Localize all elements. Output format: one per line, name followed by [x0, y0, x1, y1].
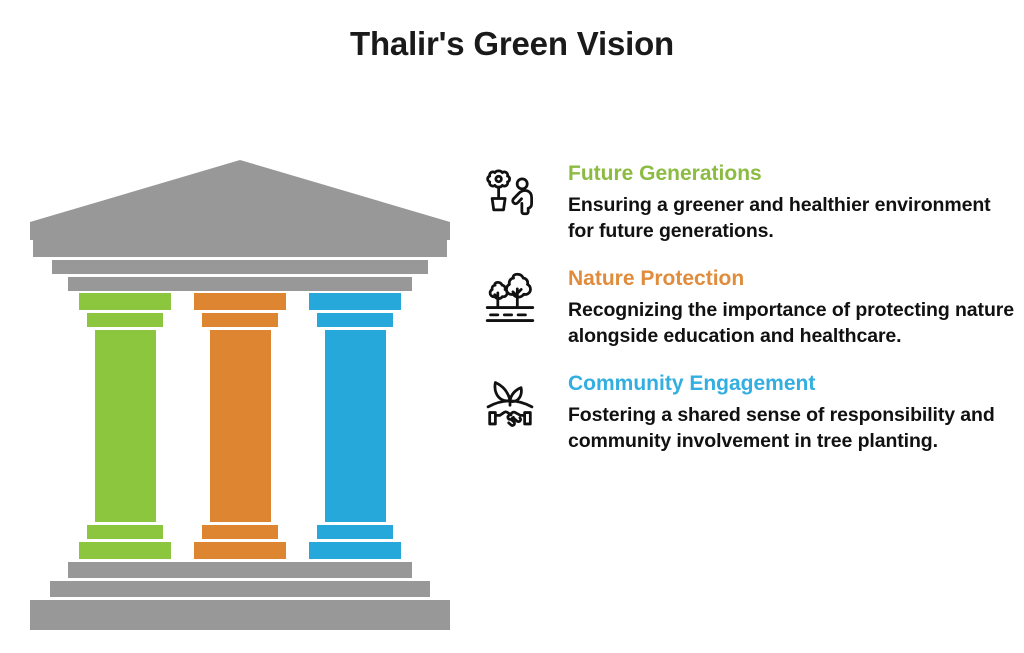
pillar-capital-wide [309, 293, 401, 310]
pillar-capital-narrow [87, 313, 163, 327]
vision-points-list: Future Generations Ensuring a greener an… [484, 162, 1014, 477]
pillar-community-engagement [309, 293, 401, 559]
list-item: Future Generations Ensuring a greener an… [484, 162, 1014, 245]
handshake-sprout-icon [484, 372, 544, 428]
temple-step-1 [68, 562, 412, 578]
list-item-body: Community Engagement Fostering a shared … [544, 372, 1014, 455]
pillar-base-narrow [87, 525, 163, 539]
temple-graphic [30, 160, 450, 630]
point-heading: Future Generations [568, 162, 762, 185]
list-item-body: Future Generations Ensuring a greener an… [544, 162, 1014, 245]
pillar-base-narrow [202, 525, 278, 539]
point-description: Recognizing the importance of protecting… [568, 299, 1014, 347]
list-item-body: Nature Protection Recognizing the import… [544, 267, 1014, 350]
pillar-shaft [325, 330, 386, 522]
trees-landscape-icon [484, 267, 544, 323]
list-item: Nature Protection Recognizing the import… [484, 267, 1014, 350]
list-item: Community Engagement Fostering a shared … [484, 372, 1014, 455]
pillar-capital-wide [194, 293, 286, 310]
entablature-bar-3 [68, 277, 412, 291]
entablature-bar-2 [52, 260, 428, 274]
point-heading: Nature Protection [568, 266, 745, 290]
pillar-capital-narrow [317, 313, 393, 327]
pillar-shaft [95, 330, 156, 522]
page-title: Thalir's Green Vision [350, 25, 674, 62]
pillar-capital-narrow [202, 313, 278, 327]
pillar-base-wide [79, 542, 171, 559]
pillar-capital-wide [79, 293, 171, 310]
pillar-nature-protection [194, 293, 286, 559]
point-description: Ensuring a greener and healthier environ… [568, 194, 991, 243]
pillar-base-narrow [317, 525, 393, 539]
pillar-shaft [210, 330, 271, 522]
flower-pot-person-icon [484, 162, 544, 218]
pillar-base-wide [194, 542, 286, 559]
pillar-base-wide [309, 542, 401, 559]
temple-step-3 [30, 600, 450, 630]
pediment-triangle-icon [30, 160, 450, 240]
point-description: Fostering a shared sense of responsibili… [568, 403, 995, 452]
point-heading: Community Engagement [568, 371, 816, 395]
entablature-bar-1 [33, 240, 447, 257]
pillar-future-generations [79, 293, 171, 559]
temple-step-2 [50, 581, 430, 597]
